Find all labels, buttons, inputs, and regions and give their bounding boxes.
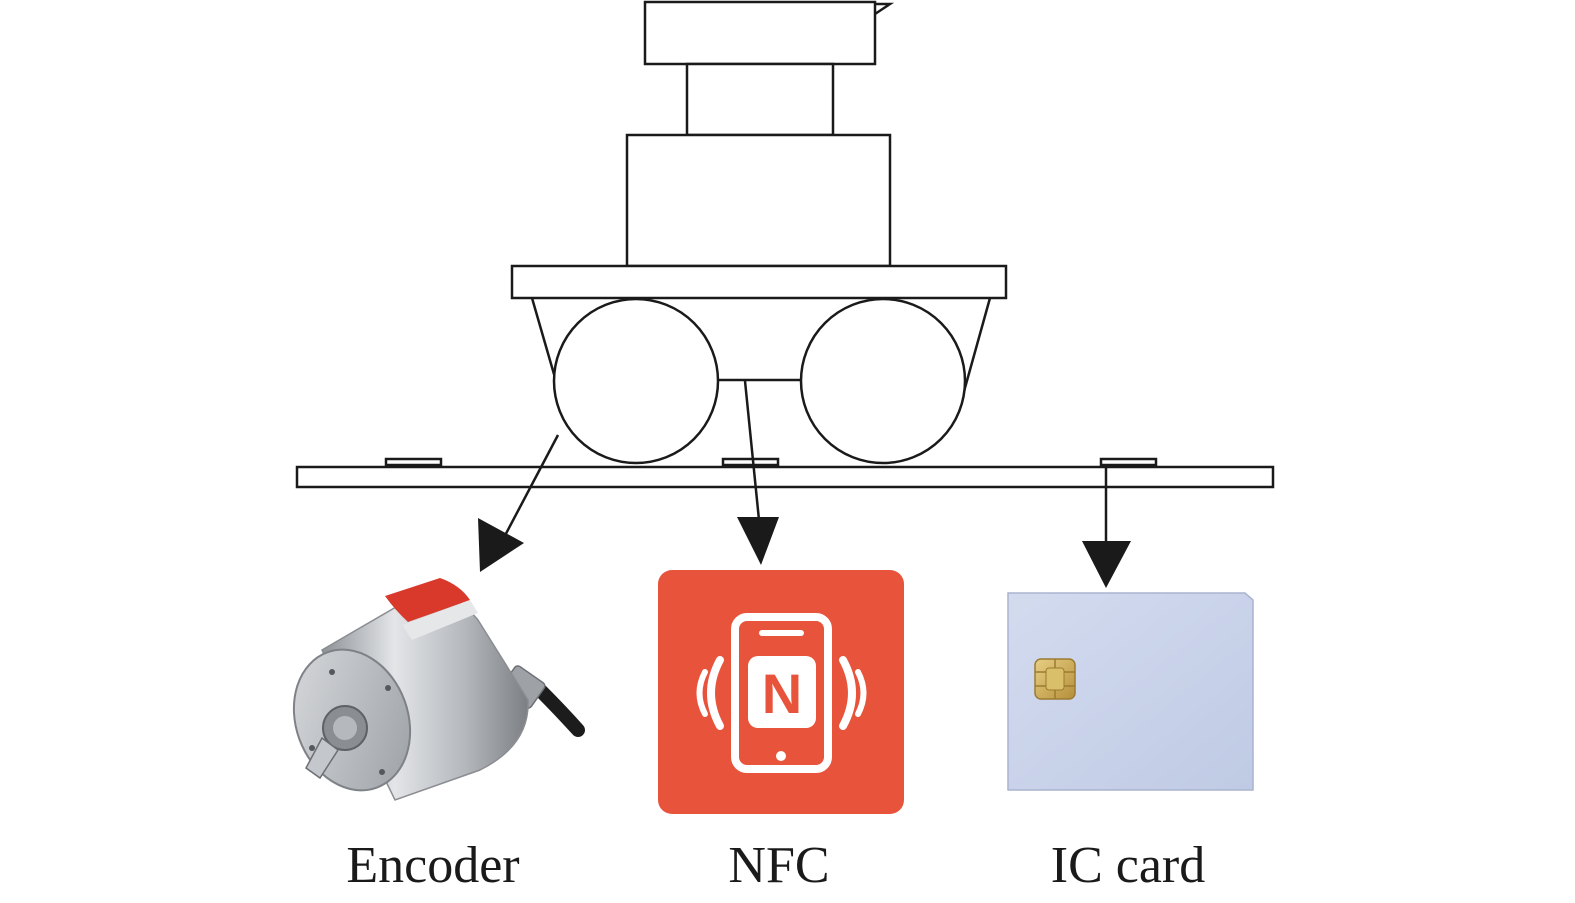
arrow-encoder-shaft <box>498 434 560 546</box>
ic-card-label: IC card <box>1050 837 1206 894</box>
arrow-nfc-head <box>737 517 779 565</box>
nfc-label: NFC <box>728 837 830 894</box>
arrows <box>478 380 1131 588</box>
track-tag-1 <box>384 457 443 467</box>
nfc-phone-icon: N <box>658 570 904 814</box>
arrow-encoder-head <box>478 518 524 572</box>
robot-outline <box>510 0 1008 465</box>
rotary-encoder-photo <box>292 578 585 801</box>
robot-left-wheel <box>552 297 720 465</box>
track-tag-3 <box>1099 457 1158 467</box>
robot-right-skirt <box>961 297 992 396</box>
robot-body <box>625 133 892 268</box>
nfc-icon-letter: N <box>762 662 802 725</box>
robot-right-wheel <box>799 297 967 465</box>
robot-neck <box>685 62 835 137</box>
track-rail <box>295 465 1275 489</box>
arrow-ic-head <box>1082 541 1131 588</box>
robot-chassis-plate <box>510 264 1008 300</box>
track <box>295 457 1275 489</box>
ic-smart-card-photo <box>1007 592 1254 791</box>
robot-top-sensor-tab <box>874 2 895 16</box>
robot-top-sensor <box>643 0 877 66</box>
track-tag-2 <box>721 457 780 467</box>
encoder-label: Encoder <box>346 837 520 894</box>
arrow-nfc-shaft <box>743 380 761 521</box>
